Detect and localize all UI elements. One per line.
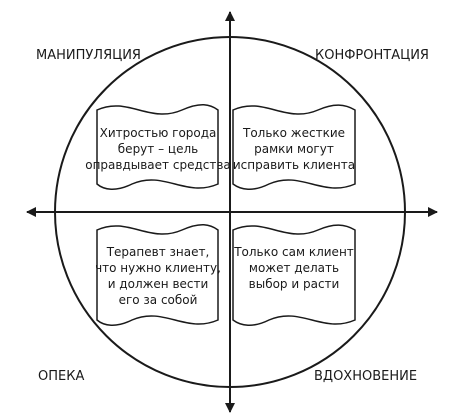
note-top-right-shape (232, 104, 356, 190)
note-bottom-left-shape (96, 224, 219, 326)
label-confrontation: КОНФРОНТАЦИЯ (315, 48, 429, 63)
note-top-left-line: Хитростью города (100, 126, 217, 140)
label-manipulation: МАНИПУЛЯЦИЯ (36, 48, 141, 63)
label-care: ОПЕКА (38, 369, 84, 384)
note-bottom-left-line: Терапевт знает, (106, 245, 210, 259)
note-bottom-right-shape (232, 224, 356, 326)
note-top-left-line: оправдывает средства (85, 158, 231, 172)
note-bottom-left-line: и должен вести (108, 277, 209, 291)
label-inspiration: ВДОХНОВЕНИЕ (314, 369, 417, 384)
note-bottom-right-line: может делать (249, 261, 339, 275)
note-bottom-right-line: выбор и расти (249, 277, 340, 291)
note-top-right-line: исправить клиента (233, 158, 355, 172)
note-top-left-shape (96, 104, 219, 190)
note-bottom-right-line: Только сам клиент (233, 245, 354, 259)
note-top-right-line: рамки могут (254, 142, 334, 156)
note-bottom-left-line: его за собой (119, 293, 198, 307)
note-top-left-line: берут – цель (118, 142, 198, 156)
note-top-right-line: Только жесткие (242, 126, 345, 140)
note-bottom-left-line: что нужно клиенту, (95, 261, 221, 275)
